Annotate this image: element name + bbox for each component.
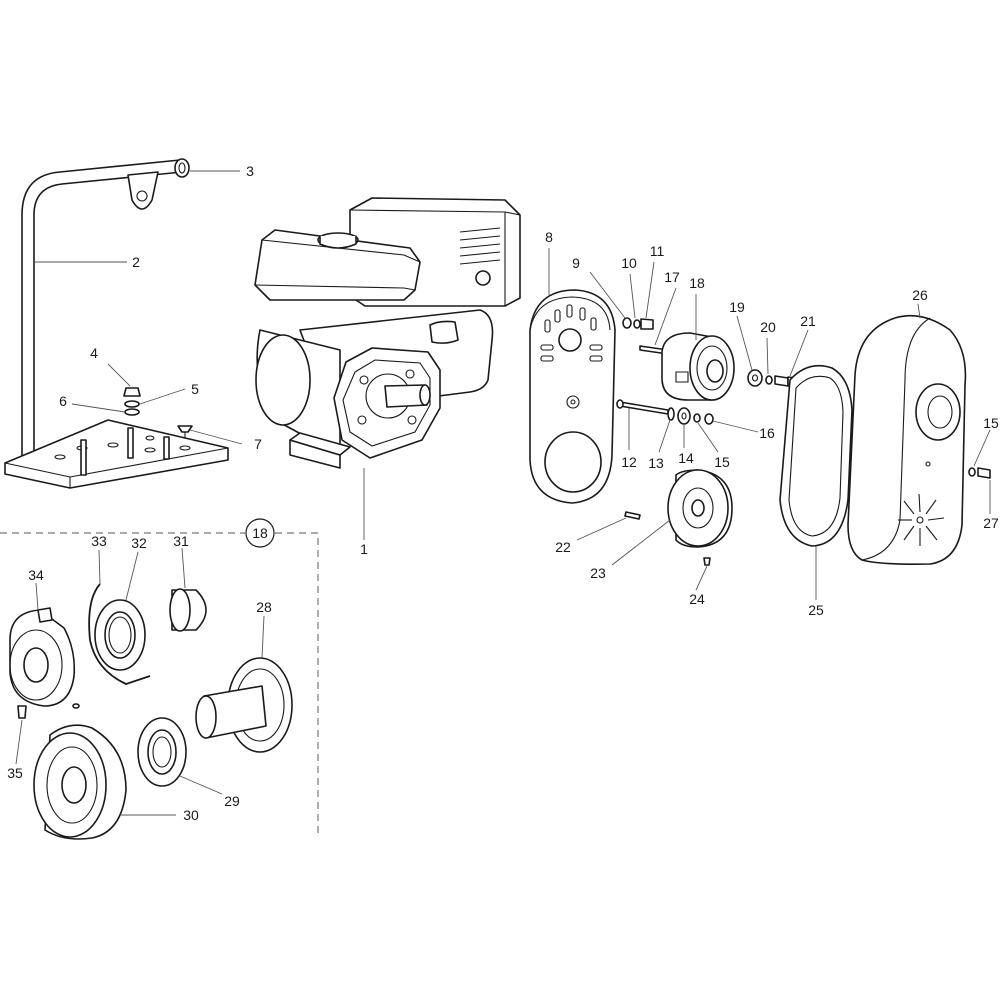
callout-26: 26: [912, 287, 928, 303]
washer-part-14: [677, 407, 691, 425]
callout-15-lower: 15: [714, 454, 730, 470]
lock-washer-part-15-cover: [968, 467, 976, 477]
callout-27: 27: [983, 515, 999, 531]
leader-lines: [15, 170, 991, 816]
callout-8: 8: [545, 229, 553, 245]
belt-part-25: [779, 364, 853, 547]
callout-1: 1: [360, 541, 368, 557]
callout-9: 9: [572, 255, 580, 271]
callout-24: 24: [689, 591, 705, 607]
callout-2: 2: [132, 254, 140, 270]
cover-vent-star: [898, 493, 945, 546]
bearing-part-32: [94, 599, 146, 671]
callout-7: 7: [254, 436, 262, 452]
bolt-part-7-screw: [177, 425, 193, 438]
callout-19: 19: [729, 299, 745, 315]
callout-6: 6: [59, 393, 67, 409]
pulley-part-23: [667, 469, 733, 548]
clutch-assembly-part-18: [661, 332, 735, 401]
callout-25: 25: [808, 602, 824, 618]
clutch-bell-part-30: [33, 724, 127, 840]
callout-3: 3: [246, 163, 254, 179]
washer-part-9: [622, 317, 632, 329]
callout-31: 31: [173, 533, 189, 549]
callout-labels: 1 2 3 4 5 6 7 8 9 10 11 12 13 14 15 15 1…: [7, 163, 999, 823]
belt-cover-part-26: [847, 314, 967, 565]
callout-29: 29: [224, 793, 240, 809]
belt-guard-back-part-8: [529, 289, 616, 504]
callout-35: 35: [7, 765, 23, 781]
key-part-22: [624, 511, 641, 520]
bolt-part-27: [977, 467, 991, 479]
guard-slots: [540, 304, 603, 362]
lock-washer-part-10: [633, 319, 641, 329]
callout-18: 18: [689, 275, 705, 291]
callout-12: 12: [621, 454, 637, 470]
callout-20: 20: [760, 319, 776, 335]
callout-18-detail: 18: [252, 525, 268, 541]
set-screw-part-35: [17, 705, 27, 719]
bolt-part-12: [616, 399, 669, 415]
detail-box-border: [0, 532, 319, 838]
bearing-part-29: [137, 717, 187, 787]
air-filter-vents: [459, 227, 501, 265]
base-plate-part-7: [4, 419, 229, 489]
callout-13: 13: [648, 455, 664, 471]
nut-part-15-guard: [693, 413, 701, 423]
nut-part-4: [123, 387, 141, 397]
callout-21: 21: [800, 313, 816, 329]
set-screw-part-24: [703, 557, 711, 566]
callout-34: 34: [28, 567, 44, 583]
callout-10: 10: [621, 255, 637, 271]
nut-part-16: [704, 413, 714, 425]
callout-23: 23: [590, 565, 606, 581]
lock-washer-part-20: [765, 375, 773, 385]
callout-33: 33: [91, 533, 107, 549]
callout-14: 14: [678, 450, 694, 466]
callout-17: 17: [664, 269, 680, 285]
callout-15-right: 15: [983, 415, 999, 431]
engine-part-1: [254, 197, 521, 469]
washer-part-13: [667, 407, 675, 421]
spring-part-33: [88, 583, 151, 685]
callout-4: 4: [90, 345, 98, 361]
callout-22: 22: [555, 539, 571, 555]
callout-11: 11: [650, 243, 665, 259]
callout-28: 28: [256, 599, 272, 615]
washer-part-6: [124, 400, 140, 416]
bolt-part-11: [640, 318, 654, 330]
callout-30: 30: [183, 807, 199, 823]
washer-part-19: [747, 369, 763, 387]
bushing-part-31: [169, 588, 207, 632]
pin-part-3: [174, 158, 190, 178]
callout-5: 5: [191, 381, 199, 397]
detail-callout-circle: [245, 518, 275, 548]
clutch-drum-part-34: [9, 607, 80, 709]
callout-32: 32: [131, 535, 147, 551]
callout-16: 16: [759, 425, 775, 441]
hub-shaft-part-28: [195, 657, 293, 753]
